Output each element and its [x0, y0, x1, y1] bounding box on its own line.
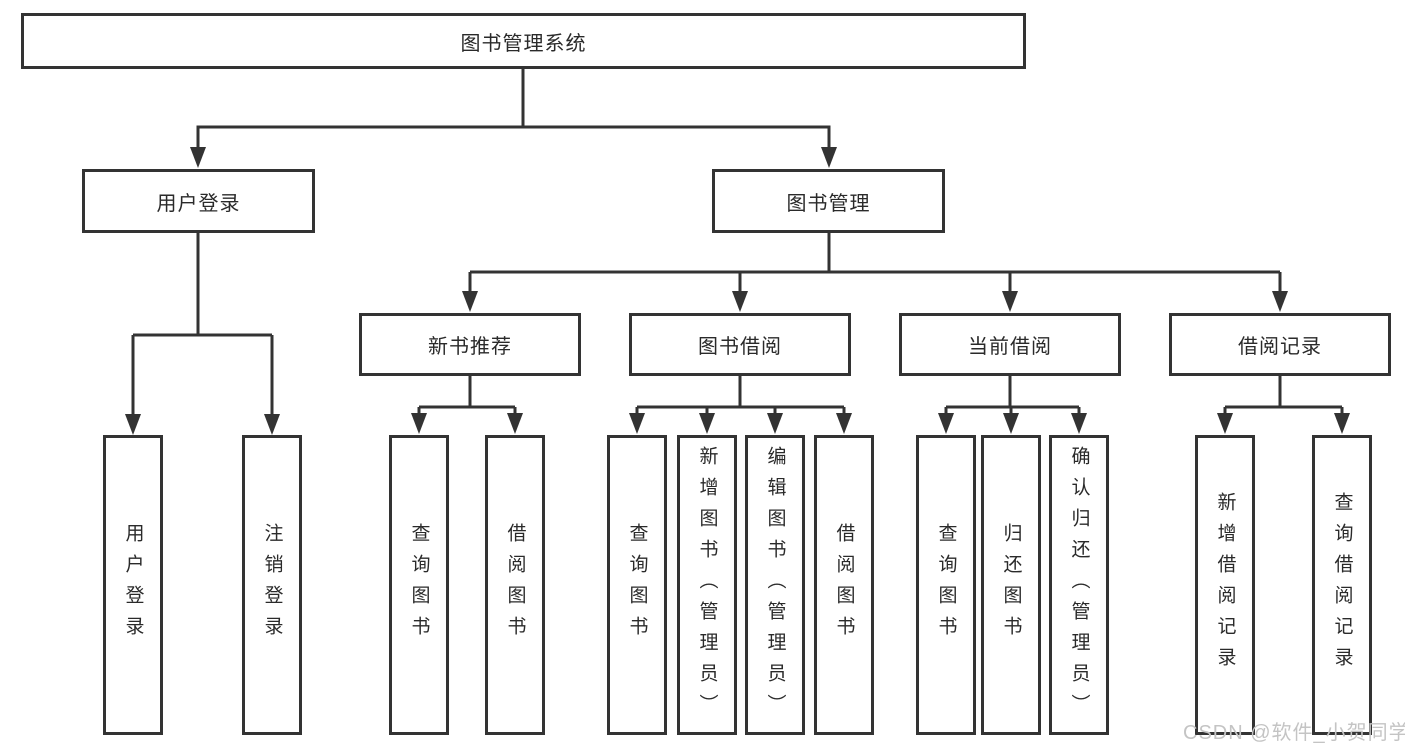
node-leaf-add-borrow-record: 新增借阅记录: [1195, 435, 1255, 735]
node-leaf-return-book: 归还图书: [981, 435, 1041, 735]
node-leaf-borrow-books-1: 借阅图书: [485, 435, 545, 735]
node-new-book-recommend: 新书推荐: [359, 313, 581, 376]
node-current-borrow: 当前借阅: [899, 313, 1121, 376]
node-book-borrow: 图书借阅: [629, 313, 851, 376]
node-leaf-query-borrow-record: 查询借阅记录: [1312, 435, 1372, 735]
node-label: 借阅图书: [833, 523, 855, 647]
node-root-label: 图书管理系统: [460, 32, 587, 55]
node-label: 用户登录: [122, 523, 144, 647]
node-leaf-logout: 注销登录: [242, 435, 302, 735]
node-label: 编辑图书（管理员）: [764, 445, 786, 725]
node-leaf-user-login: 用户登录: [103, 435, 163, 735]
node-label: 借阅图书: [504, 523, 526, 647]
node-label: 当前借阅: [968, 336, 1052, 358]
node-label: 借阅记录: [1238, 336, 1322, 358]
node-label: 图书管理: [786, 192, 871, 215]
node-label: 注销登录: [261, 523, 283, 647]
node-leaf-borrow-books-2: 借阅图书: [814, 435, 874, 735]
node-leaf-query-books-1: 查询图书: [389, 435, 449, 735]
node-label: 用户登录: [156, 192, 241, 215]
node-label: 新书推荐: [428, 336, 512, 358]
node-label: 归还图书: [1000, 523, 1022, 647]
node-borrow-records: 借阅记录: [1169, 313, 1391, 376]
node-leaf-query-books-3: 查询图书: [916, 435, 976, 735]
node-label: 查询借阅记录: [1331, 492, 1353, 678]
node-user-login-branch: 用户登录: [82, 169, 315, 233]
node-leaf-query-books-2: 查询图书: [607, 435, 667, 735]
node-leaf-add-book-admin: 新增图书（管理员）: [677, 435, 737, 735]
csdn-watermark: CSDN @软件_小贺同学: [1183, 722, 1405, 744]
node-label: 查询图书: [626, 523, 648, 647]
node-root-system: 图书管理系统: [21, 13, 1026, 69]
node-book-management-branch: 图书管理: [712, 169, 945, 233]
node-label: 查询图书: [935, 523, 957, 647]
node-label: 确认归还（管理员）: [1068, 445, 1090, 725]
node-leaf-confirm-return-admin: 确认归还（管理员）: [1049, 435, 1109, 735]
node-label: 新增图书（管理员）: [696, 445, 718, 725]
node-label: 新增借阅记录: [1214, 492, 1236, 678]
node-leaf-edit-book-admin: 编辑图书（管理员）: [745, 435, 805, 735]
arrowheads: [125, 147, 1350, 435]
node-label: 查询图书: [408, 523, 430, 647]
node-label: 图书借阅: [698, 336, 782, 358]
